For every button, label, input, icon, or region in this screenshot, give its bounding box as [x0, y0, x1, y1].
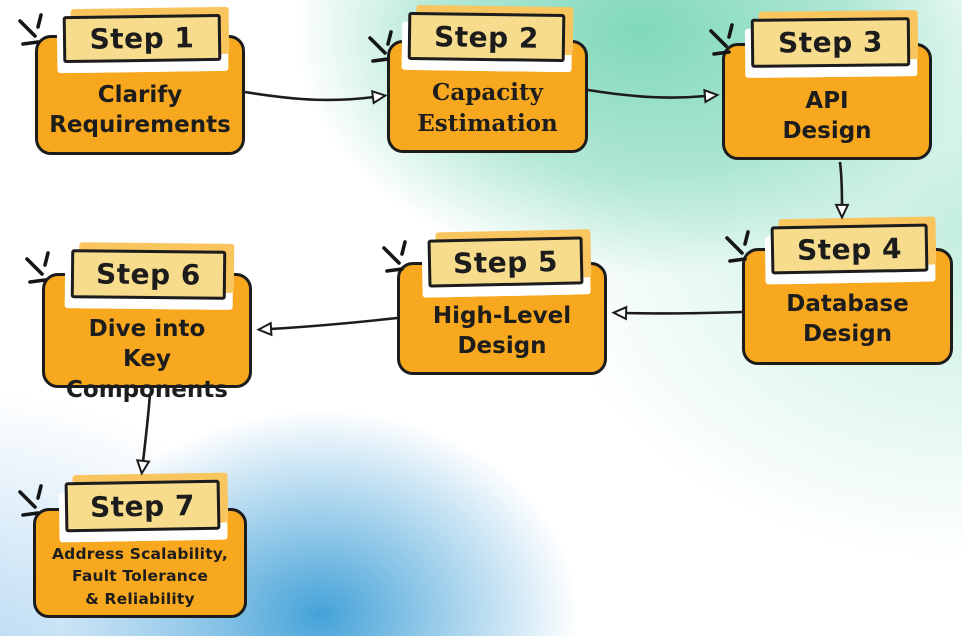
step-6-card: Step 6 Dive into Key Components [25, 249, 252, 403]
step-label: Step 3 [777, 25, 884, 60]
step-1-card: Step 1 Clarify Requirements [18, 13, 245, 155]
step-3-tab: Step 3 [750, 17, 911, 68]
text-line: Estimation [417, 109, 558, 137]
step-4-tab: Step 4 [770, 223, 929, 275]
text-line: Key Components [66, 346, 228, 403]
arrow-step3-to-step4 [840, 161, 842, 206]
step-label: Step 5 [452, 244, 559, 280]
text-line: Database [786, 291, 909, 317]
text-line: Design [782, 118, 872, 145]
text-line: Capacity [432, 79, 543, 106]
step-4-text: Database Design [745, 289, 950, 350]
arrow-step2-to-step3 [587, 88, 706, 98]
text-line: Fault Tolerance [71, 567, 209, 586]
step-1-text: Clarify Requirements [38, 80, 242, 141]
arrow-step1-to-step2 [244, 92, 374, 100]
step-6-text: Dive into Key Components [45, 314, 249, 405]
text-line: Design [457, 333, 547, 360]
step-label: Step 2 [433, 19, 540, 55]
step-2-tab: Step 2 [407, 11, 566, 63]
sparkle-icon [25, 251, 50, 284]
step-5-card: Step 5 High-Level Design [382, 236, 607, 375]
sparkle-icon [382, 240, 407, 273]
text-line: High-Level [432, 303, 572, 329]
step-label: Step 7 [89, 488, 196, 524]
step-4-card: Step 4 Database Design [725, 223, 953, 365]
step-label: Step 6 [95, 257, 202, 292]
text-line: Design [802, 321, 893, 348]
sparkle-icon [18, 13, 43, 46]
text-line: API [805, 88, 849, 114]
sparkle-icon [368, 30, 393, 63]
text-line: Address Scalability, [51, 545, 228, 563]
text-line: Requirements [49, 112, 231, 139]
step-7-card: Step 7 Address Scalability, Fault Tolera… [18, 479, 247, 618]
step-6-tab: Step 6 [70, 249, 227, 300]
step-7-text: Address Scalability, Fault Tolerance & R… [36, 543, 244, 610]
step-1-tab: Step 1 [62, 13, 222, 64]
step-2-card: Step 2 Capacity Estimation [368, 11, 588, 153]
text-line: Clarify [97, 82, 183, 108]
step-3-card: Step 3 API Design [709, 17, 932, 160]
text-line: & Reliability [85, 589, 195, 608]
step-2-text: Capacity Estimation [390, 78, 585, 140]
sparkle-icon [725, 230, 750, 263]
step-label: Step 1 [89, 21, 195, 56]
step-3-text: API Design [725, 86, 929, 147]
step-5-tab: Step 5 [427, 236, 584, 288]
sparkle-icon [709, 23, 734, 56]
text-line: Dive into [88, 316, 206, 342]
step-label: Step 4 [796, 231, 903, 267]
step-7-tab: Step 7 [64, 479, 221, 533]
step-5-text: High-Level Design [400, 301, 604, 362]
arrow-step4-to-step5 [625, 312, 743, 313]
arrow-step5-to-step6 [270, 316, 398, 329]
sparkle-icon [18, 484, 43, 517]
